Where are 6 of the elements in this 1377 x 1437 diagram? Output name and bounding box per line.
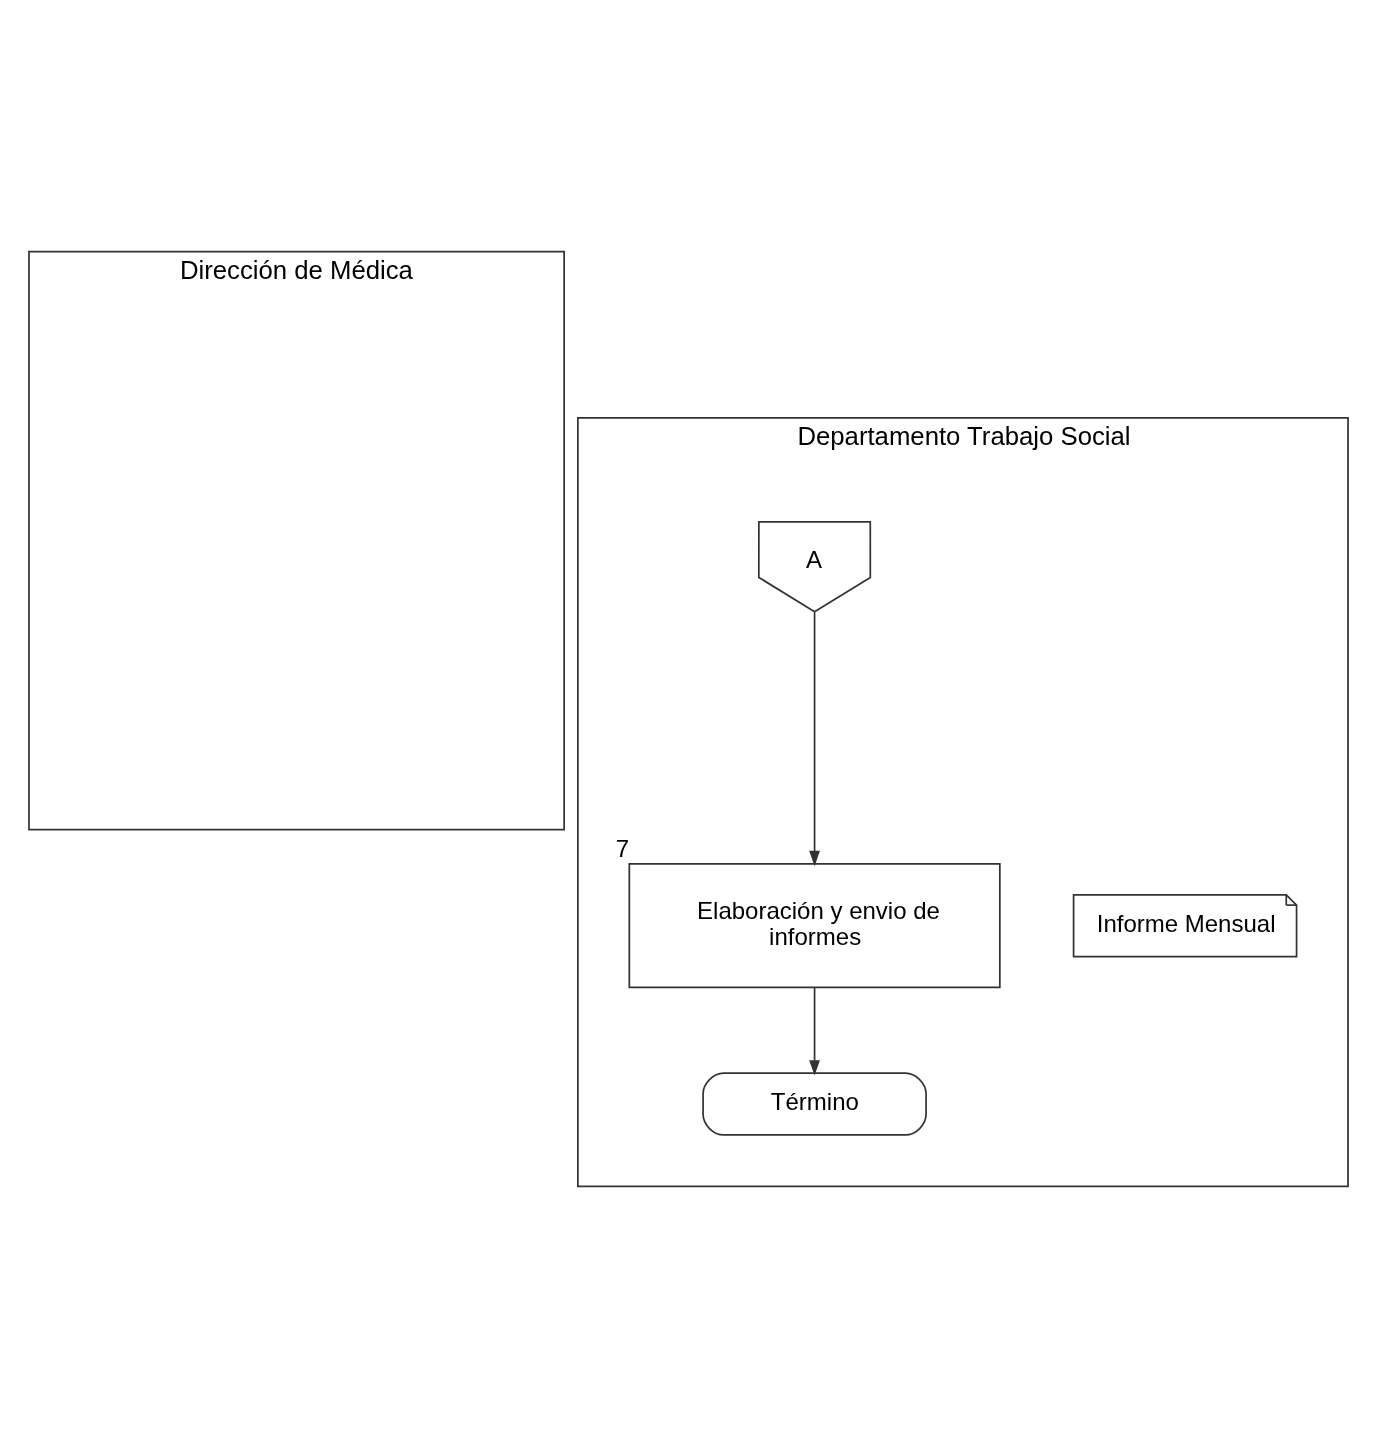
node-box: Dirección de Médica <box>28 250 565 830</box>
node-box: Elaboración y envio de informes <box>628 862 1001 988</box>
node-label: 7 <box>615 834 630 862</box>
arrow <box>809 986 820 1076</box>
arrow <box>809 611 820 866</box>
node-box: Término <box>702 1071 927 1136</box>
